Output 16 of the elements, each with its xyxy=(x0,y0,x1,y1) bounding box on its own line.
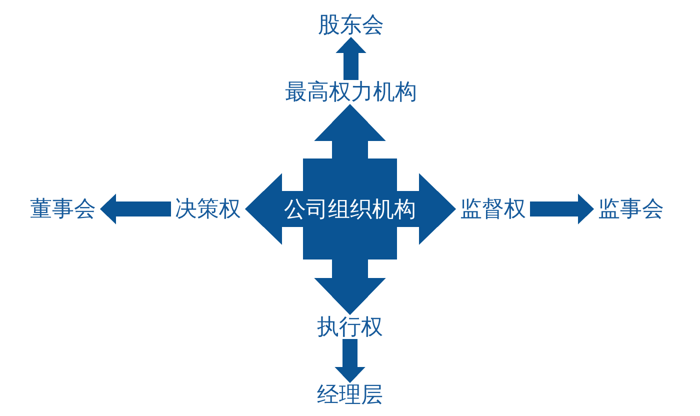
block-arrow xyxy=(100,194,171,224)
node-title: 公司组织机构 xyxy=(284,196,416,222)
node-label: 监事会 xyxy=(594,197,668,221)
block-arrow xyxy=(530,194,594,224)
node-label: 监督权 xyxy=(456,197,530,221)
cross-block xyxy=(282,158,418,260)
node-label: 决策权 xyxy=(171,197,245,221)
node-label: 股东会 xyxy=(314,13,388,37)
block-arrow xyxy=(245,173,282,245)
block-arrow xyxy=(334,339,366,383)
node-label: 执行权 xyxy=(313,315,387,339)
node-label: 经理层 xyxy=(313,383,387,407)
node-label: 最高权力机构 xyxy=(281,80,421,104)
block-arrow xyxy=(418,173,456,245)
node-label: 董事会 xyxy=(26,197,100,221)
block-arrow xyxy=(336,37,366,80)
